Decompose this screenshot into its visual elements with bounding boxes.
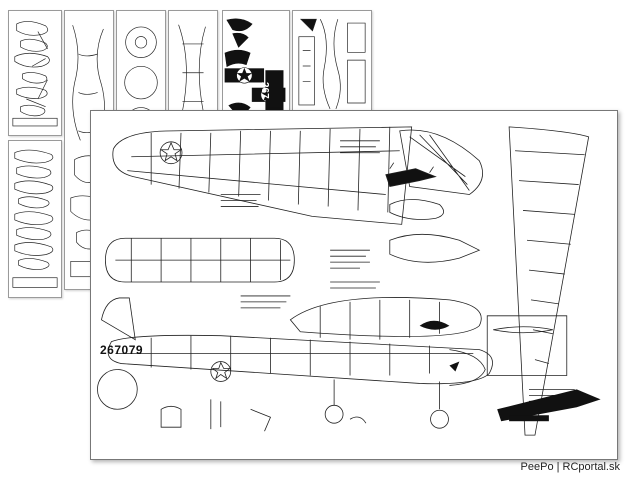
parts-sheet-sheeting — [292, 10, 372, 120]
parts-sheet-ribs-upper — [8, 10, 62, 136]
aircraft-serial-number: 267079 — [100, 343, 144, 357]
parts-sheet-ribs-lower — [8, 140, 62, 298]
rib-parts-drawing — [12, 21, 58, 127]
sheeting-parts-drawing — [298, 18, 366, 110]
credit-caption: PeePo | RCportal.sk — [520, 461, 620, 473]
main-plan-sheet — [90, 110, 618, 460]
tail-serial-decal: 267 — [259, 82, 270, 99]
p38-lightning-plan-drawing — [97, 126, 601, 436]
rib-parts-drawing — [12, 149, 58, 288]
